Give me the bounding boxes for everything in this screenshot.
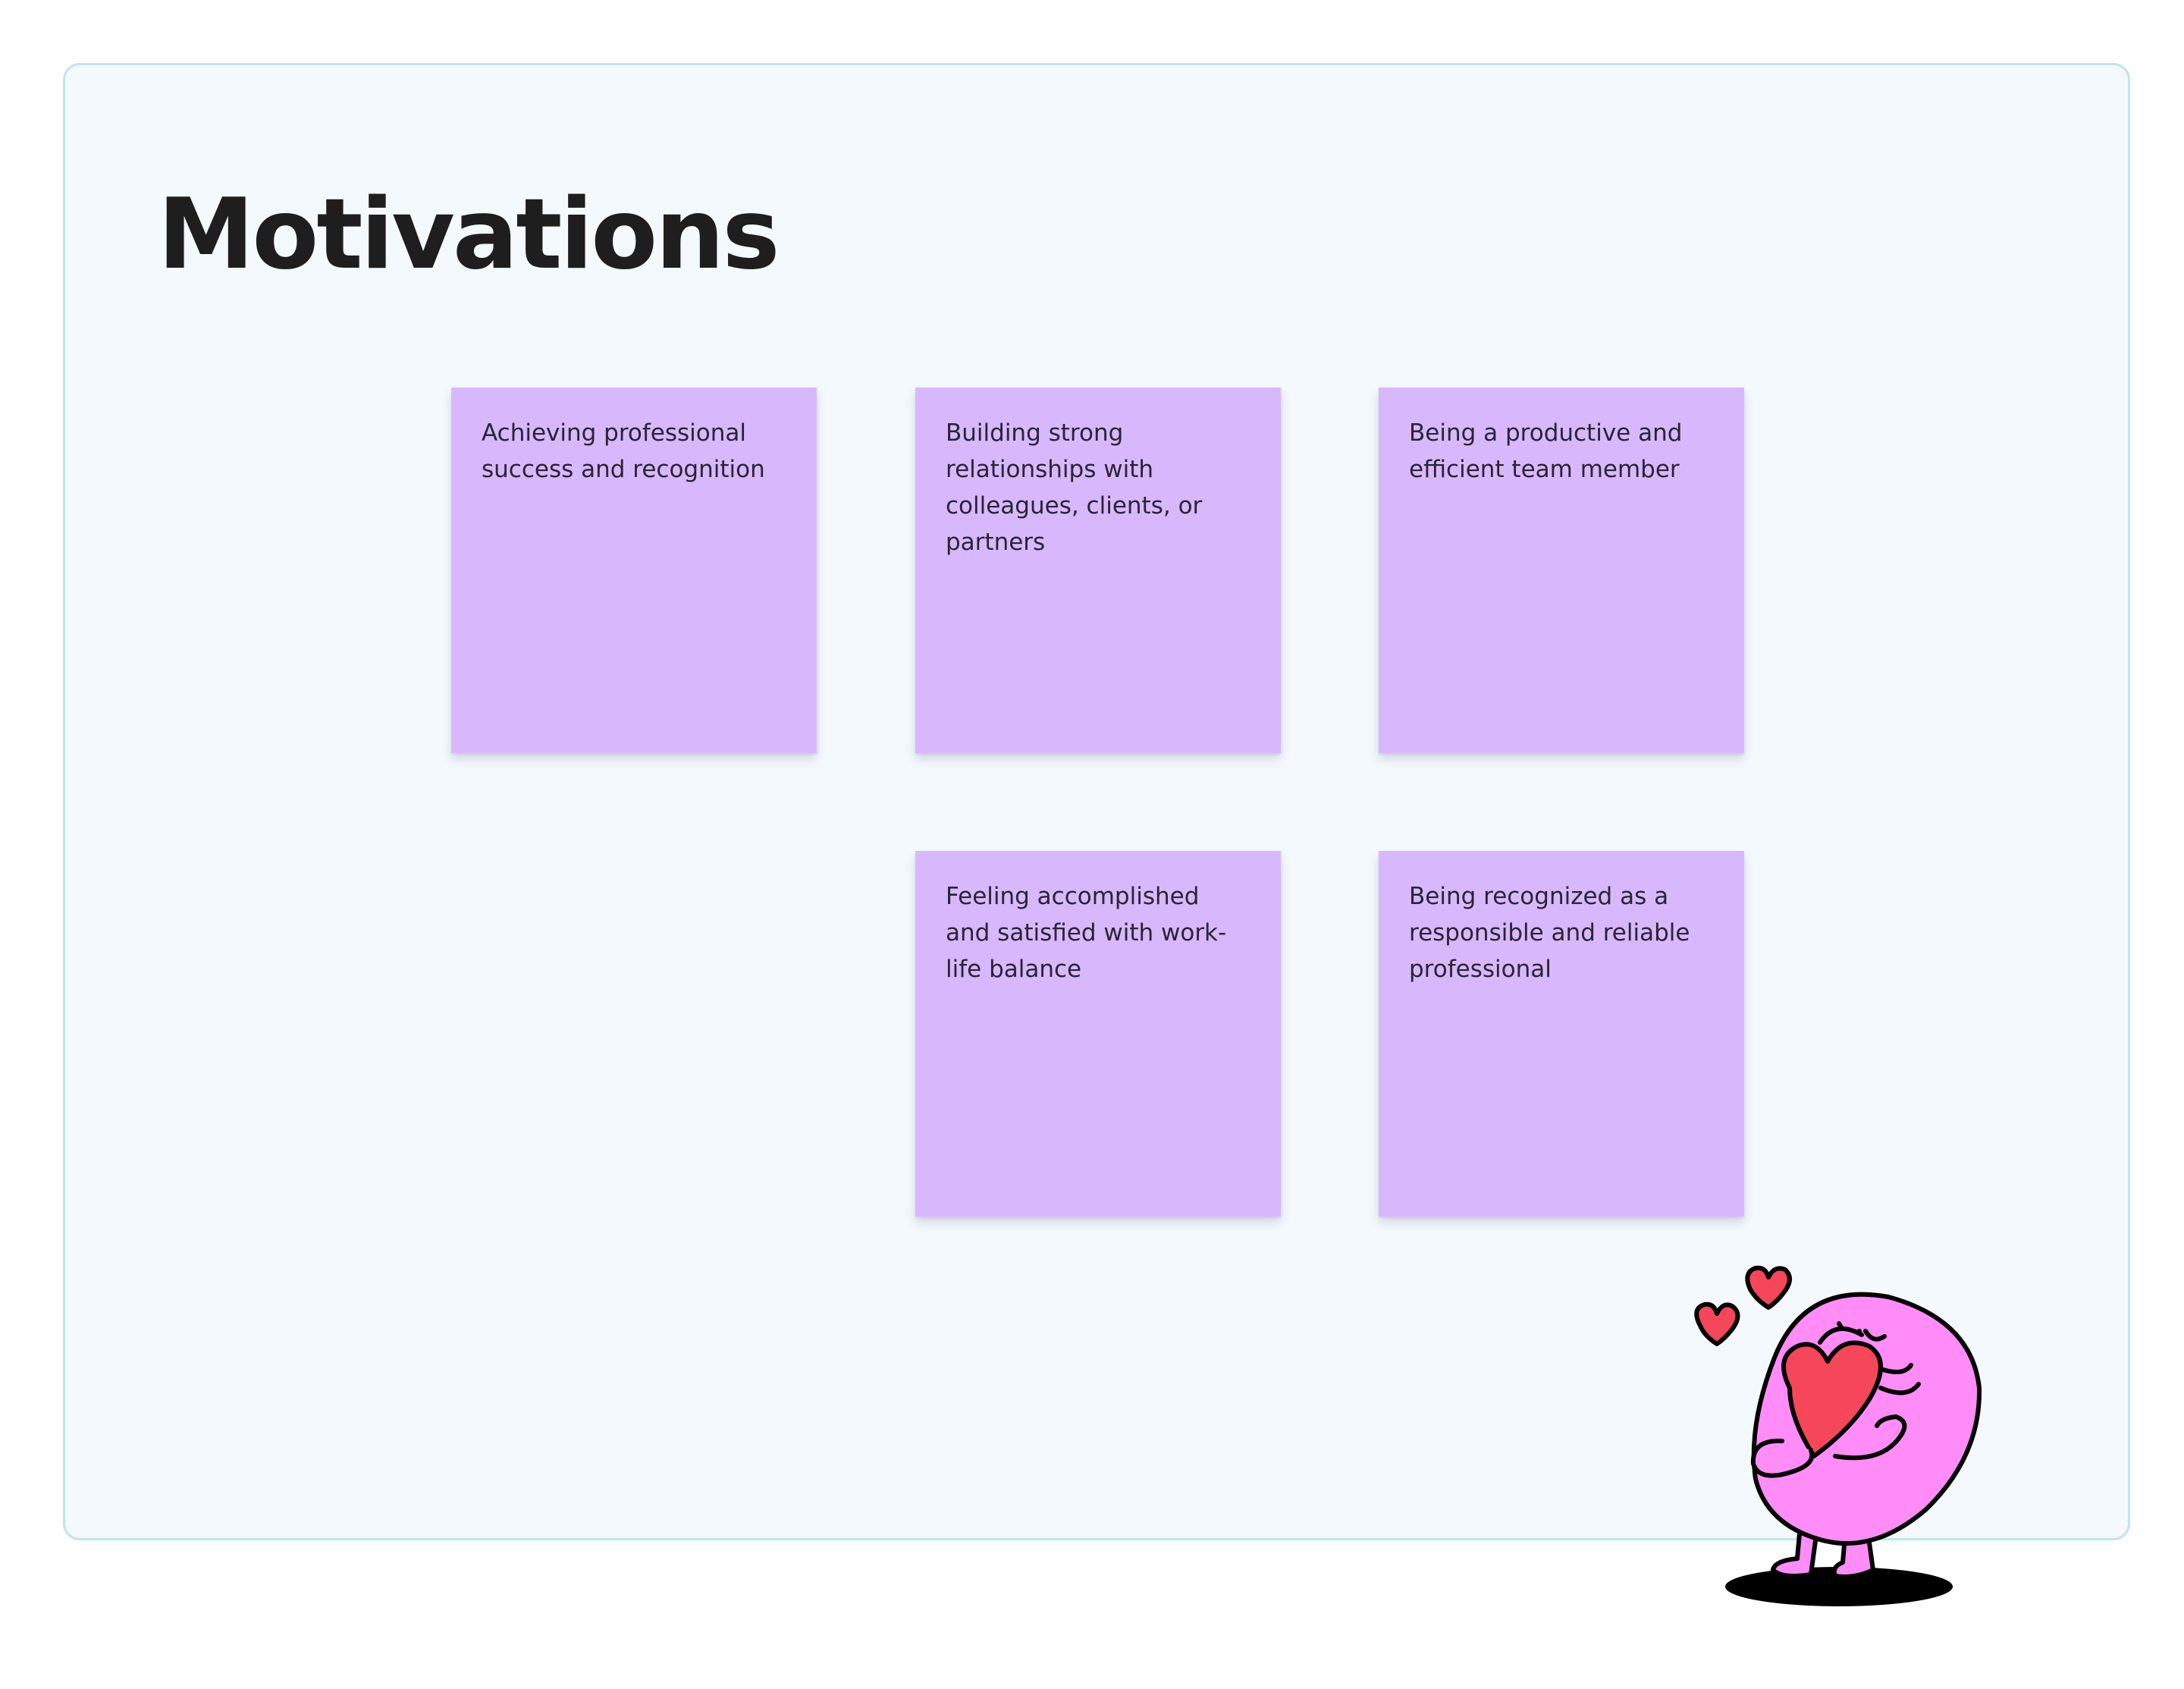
sticky-note[interactable]: Feeling accomplished and satisfied with … bbox=[915, 851, 1281, 1217]
sticky-note[interactable]: Building strong relationships with colle… bbox=[915, 388, 1281, 753]
page-title: Motivations bbox=[158, 178, 780, 291]
sticky-note[interactable]: Being a productive and efficient team me… bbox=[1379, 388, 1744, 753]
heart-hugging-character-icon bbox=[1694, 1265, 1982, 1606]
motivations-frame[interactable] bbox=[63, 63, 2130, 1540]
sticky-note[interactable]: Achieving professional success and recog… bbox=[451, 388, 817, 753]
sticky-note[interactable]: Being recognized as a responsible and re… bbox=[1379, 851, 1744, 1217]
